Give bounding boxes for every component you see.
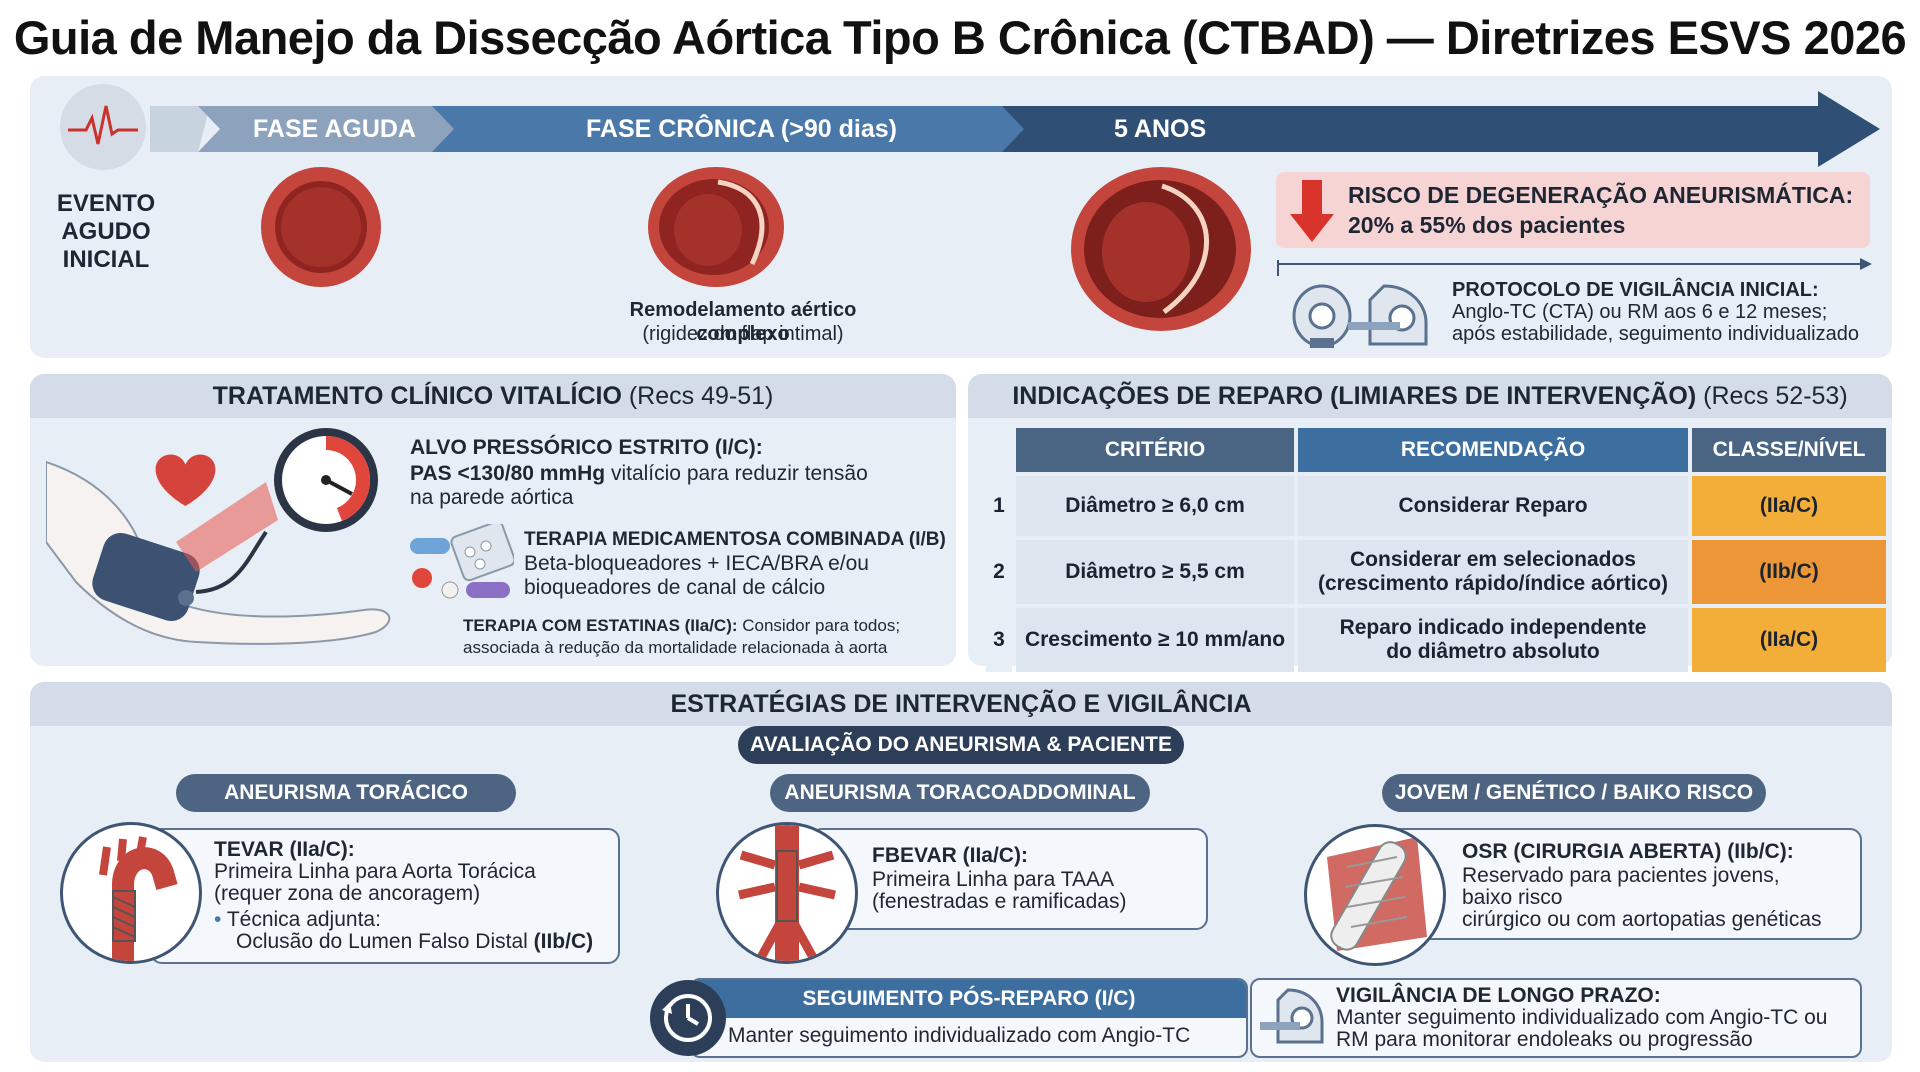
fbevar-title: FBEVAR (IIa/C): <box>872 844 1028 867</box>
osr-line3: cirúrgico ou com aortopatias genéticas <box>1462 908 1822 931</box>
row-number: 2 <box>986 540 1012 604</box>
longterm-line2: RM para monitorar endoleaks ou progressã… <box>1336 1028 1753 1051</box>
protocol-line2: após estabilidade, seguimento individual… <box>1452 323 1859 345</box>
row-criterion: Crescimento ≥ 10 mm/ano <box>1016 608 1294 672</box>
tevar-line1: Primeira Linha para Aorta Torácica <box>214 860 536 883</box>
aorta-acute-icon <box>261 167 381 287</box>
med-therapy-line2: bioqueadores de canal de cálcio <box>524 576 826 599</box>
row-number: 3 <box>986 608 1012 672</box>
header-class: CLASSE/NÍVEL <box>1692 428 1886 472</box>
longterm-line1: Manter seguimento individualizado com An… <box>1336 1006 1828 1029</box>
row-class: (IIb/C) <box>1692 540 1886 604</box>
table-corner <box>986 428 1012 472</box>
row-criterion: Diâmetro ≥ 6,0 cm <box>1016 476 1294 536</box>
followup-box: SEGUIMENTO PÓS-REPARO (I/C) Manter segui… <box>690 978 1248 1058</box>
protocol-arrow <box>1277 258 1872 276</box>
row-number: 1 <box>986 476 1012 536</box>
protocol-title: PROTOCOLO DE VIGILÂNCIA INICIAL: <box>1452 279 1819 301</box>
tevar-line2: (requer zona de ancoragem) <box>214 882 481 905</box>
remodel-title: Remodelamento aértico complexo <box>629 299 857 345</box>
row-class: (IIa/C) <box>1692 608 1886 672</box>
clock-history-icon <box>650 980 726 1056</box>
osr-card: OSR (CIRURGIA ABERTA) (IIb/C): Reservado… <box>1384 828 1862 940</box>
young-genetic-pill: JOVEM / GENÉTICO / BAIKO RISCO <box>1382 774 1766 812</box>
longterm-title: VIGILÂNCIA DE LONGO PRAZO: <box>1336 984 1661 1007</box>
stage-5-years: 5 ANOS <box>1114 115 1207 143</box>
risk-title: RISCO DE DEGENERAÇÃO ANEURISMÁTICA: <box>1348 182 1854 208</box>
bp-target-line2: na parede aórtica <box>410 486 574 509</box>
osr-line1: Reservado para pacientes jovens, <box>1462 864 1780 887</box>
open-surgery-graft-icon <box>1304 824 1446 966</box>
bp-target-line1: PAS <130/80 mmHg vitalício para reduzir … <box>410 462 868 485</box>
fbevar-card: FBEVAR (IIa/C): Primeira Linha para TAAA… <box>810 828 1208 930</box>
header-criterion: CRITÉRIO <box>1016 428 1294 472</box>
statin-line2: associada à redução da mortalidade relac… <box>463 638 888 657</box>
aorta-5-years-icon <box>1071 167 1251 331</box>
repair-table: CRITÉRIO RECOMENDAÇÃO CLASSE/NÍVEL 1 Diâ… <box>982 424 1890 676</box>
row-criterion: Diâmetro ≥ 5,5 cm <box>1016 540 1294 604</box>
tevar-title: TEVAR (IIa/C): <box>214 838 355 861</box>
page-title: Guia de Manejo da Dissecção Aórtica Tipo… <box>13 11 1907 64</box>
osr-line2: baixo risco <box>1462 886 1563 909</box>
timeline-arrow <box>150 91 1880 167</box>
repair-table-header: CRITÉRIO RECOMENDAÇÃO CLASSE/NÍVEL <box>986 428 1886 472</box>
fbevar-line2: (fenestradas e ramificadas) <box>872 890 1127 913</box>
thoracic-pill: ANEURISMA TORÁCICO <box>176 774 516 812</box>
bp-target-title: ALVO PRESSÓRICO ESTRITO (I/C): <box>410 436 763 459</box>
osr-title: OSR (CIRURGIA ABERTA) (IIb/C): <box>1462 840 1794 863</box>
fbevar-line1: Primeira Linha para TAAA <box>872 868 1115 891</box>
clinical-panel-title: TRATAMENTO CLÍNICO VITALÍCIO (Recs 49-51… <box>30 374 956 418</box>
tevar-bullet: • Técnica adjunta: <box>214 908 381 931</box>
blood-pressure-illustration <box>46 428 391 645</box>
header-recommendation: RECOMENDAÇÃO <box>1298 428 1688 472</box>
thoracoabdominal-pill: ANEURISMA TORACOADDOMINAL <box>770 774 1150 812</box>
stage-acute: FASE AGUDA <box>253 115 416 143</box>
med-therapy-line1: Beta-bloqueadores + IECA/BRA e/ou <box>524 552 869 575</box>
repair-panel-title: INDICAÇÕES DE REPARO (LIMIARES DE INTERV… <box>968 374 1892 418</box>
table-row: 1 Diâmetro ≥ 6,0 cm Considerar Reparo (I… <box>986 476 1886 536</box>
tevar-card: TEVAR (IIa/C): Primeira Linha para Aorta… <box>150 828 620 964</box>
down-arrow-icon <box>1290 180 1334 242</box>
stage-chronic: FASE CRÔNICA (>90 dias) <box>586 115 897 143</box>
row-class: (IIa/C) <box>1692 476 1886 536</box>
aorta-chronic-icon <box>648 167 784 287</box>
ct-scanner-icon <box>1292 284 1428 348</box>
table-row: 3 Crescimento ≥ 10 mm/ano Reparo indicad… <box>986 608 1886 672</box>
risk-value: 20% a 55% dos pacientes <box>1348 212 1626 238</box>
row-recommendation: Considerar em selecionados (crescimento … <box>1298 540 1688 604</box>
remodel-subtitle: (rigidez do flap intimal) <box>642 323 844 345</box>
protocol-line1: Anglo-TC (CTA) ou RM aos 6 e 12 meses; <box>1452 301 1828 323</box>
assessment-pill: AVALIAÇÃO DO ANEURISMA & PACIENTE <box>738 726 1184 764</box>
longterm-box: VIGILÂNCIA DE LONGO PRAZO: Manter seguim… <box>1250 978 1862 1058</box>
row-recommendation: Reparo indicado independente do diâmetro… <box>1298 608 1688 672</box>
pills-icon <box>410 524 514 599</box>
tevar-line3: Oclusão do Lumen Falso Distal (IIb/C) <box>236 930 594 953</box>
row-recommendation: Considerar Reparo <box>1298 476 1688 536</box>
fbevar-branched-stent-icon <box>716 822 858 964</box>
bullet-icon: • <box>214 908 222 931</box>
med-therapy-title: TERAPIA MEDICAMENTOSA COMBINADA (I/B) <box>524 529 946 550</box>
tevar-stent-icon <box>60 822 202 964</box>
ct-scanner-icon <box>1260 988 1324 1044</box>
event-label: EVENTO AGUDO INICIAL <box>56 190 156 273</box>
heartbeat-icon <box>60 84 146 170</box>
statin-line1: TERAPIA COM ESTATINAS (IIa/C): Considor … <box>463 616 901 635</box>
table-row: 2 Diâmetro ≥ 5,5 cm Considerar em seleci… <box>986 540 1886 604</box>
risk-box: RISCO DE DEGENERAÇÃO ANEURISMÁTICA: 20% … <box>1276 172 1870 248</box>
followup-title: SEGUIMENTO PÓS-REPARO (I/C) <box>692 980 1246 1018</box>
strategies-panel-title: ESTRATÉGIAS DE INTERVENÇÃO E VIGILÂNCIA <box>30 682 1892 726</box>
followup-text: Manter seguimento individualizado com An… <box>728 1024 1191 1047</box>
